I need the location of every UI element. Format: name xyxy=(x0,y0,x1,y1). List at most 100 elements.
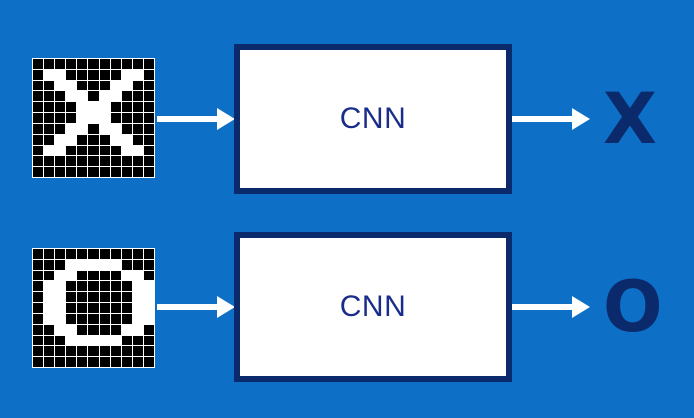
input-image-o-grid xyxy=(32,248,155,368)
pixel-cell xyxy=(88,91,99,102)
pixel-cell xyxy=(33,91,44,102)
pixel-cell xyxy=(132,281,143,292)
pixel-cell xyxy=(99,59,110,69)
pixel-cell xyxy=(110,346,121,357)
pixel-cell xyxy=(88,259,99,270)
pixel-cell xyxy=(88,69,99,80)
pixel-cell xyxy=(88,134,99,145)
pixel-cell xyxy=(132,313,143,324)
pixel-cell xyxy=(44,270,55,281)
pixel-cell xyxy=(121,281,132,292)
pixel-cell xyxy=(121,59,132,69)
pixel-cell xyxy=(77,281,88,292)
pixel-cell xyxy=(44,91,55,102)
pixel-cell xyxy=(99,357,110,367)
pixel-cell xyxy=(143,303,154,313)
pixel-cell xyxy=(88,335,99,346)
pixel-cell xyxy=(88,303,99,313)
pixel-cell xyxy=(44,156,55,167)
pixel-cell xyxy=(132,134,143,145)
pixel-cell xyxy=(44,303,55,313)
pixel-cell xyxy=(55,270,66,281)
pixel-cell xyxy=(99,281,110,292)
pixel-cell xyxy=(66,259,77,270)
pixel-cell xyxy=(143,145,154,156)
pixel-cell xyxy=(99,292,110,303)
pixel-cell xyxy=(110,113,121,123)
pixel-cell xyxy=(99,80,110,91)
pixel-cell xyxy=(33,167,44,177)
pixel-cell xyxy=(132,303,143,313)
pixel-cell xyxy=(77,59,88,69)
arrow-input-to-cnn xyxy=(157,296,235,318)
pixel-cell xyxy=(44,335,55,346)
pixel-cell xyxy=(33,113,44,123)
pixel-cell xyxy=(55,91,66,102)
pixel-cell xyxy=(66,80,77,91)
pixel-cell xyxy=(66,134,77,145)
pixel-cell xyxy=(132,335,143,346)
pixel-cell xyxy=(66,69,77,80)
pixel-cell xyxy=(110,281,121,292)
pixel-cell xyxy=(132,249,143,259)
pixel-cell xyxy=(110,69,121,80)
pixel-cell xyxy=(143,357,154,367)
pixel-cell xyxy=(132,324,143,335)
pixel-cell xyxy=(88,167,99,177)
pixel-cell xyxy=(88,145,99,156)
pixel-cell xyxy=(77,123,88,134)
pixel-cell xyxy=(121,270,132,281)
pixel-cell xyxy=(143,80,154,91)
pixel-cell xyxy=(44,346,55,357)
pixel-cell xyxy=(88,249,99,259)
pixel-cell xyxy=(110,156,121,167)
pixel-cell xyxy=(33,145,44,156)
pixel-cell xyxy=(55,69,66,80)
pixel-cell xyxy=(143,91,154,102)
pixel-cell xyxy=(55,145,66,156)
pixel-cell xyxy=(110,270,121,281)
pixel-cell xyxy=(121,303,132,313)
pixel-cell xyxy=(143,123,154,134)
pixel-cell xyxy=(44,80,55,91)
pixel-cell xyxy=(132,113,143,123)
pixel-cell xyxy=(110,303,121,313)
pixel-cell xyxy=(88,59,99,69)
pixel-cell xyxy=(66,292,77,303)
pixel-cell xyxy=(66,249,77,259)
pixel-cell xyxy=(110,134,121,145)
pixel-cell xyxy=(99,303,110,313)
pixel-cell xyxy=(121,134,132,145)
pixel-cell xyxy=(88,270,99,281)
pixel-cell xyxy=(55,134,66,145)
pixel-cell xyxy=(77,346,88,357)
pixel-cell xyxy=(132,59,143,69)
pixel-cell xyxy=(33,357,44,367)
pixel-cell xyxy=(132,102,143,113)
pixel-cell xyxy=(33,249,44,259)
pixel-cell xyxy=(77,335,88,346)
cnn-box: CNN xyxy=(234,44,512,194)
arrow-input-to-cnn xyxy=(157,108,235,130)
pixel-cell xyxy=(77,357,88,367)
pixel-cell xyxy=(44,167,55,177)
pixel-cell xyxy=(132,123,143,134)
pixel-cell xyxy=(121,292,132,303)
pixel-cell xyxy=(99,167,110,177)
pixel-cell xyxy=(143,281,154,292)
pixel-cell xyxy=(33,313,44,324)
pixel-cell xyxy=(66,281,77,292)
pixel-cell xyxy=(77,259,88,270)
pixel-cell xyxy=(121,80,132,91)
pixel-cell xyxy=(55,249,66,259)
pixel-cell xyxy=(88,292,99,303)
pixel-cell xyxy=(110,259,121,270)
pixel-cell xyxy=(44,259,55,270)
pixel-cell xyxy=(110,357,121,367)
pixel-cell xyxy=(66,113,77,123)
pixel-cell xyxy=(55,292,66,303)
pixel-cell xyxy=(88,313,99,324)
pixel-cell xyxy=(55,324,66,335)
arrow-cnn-to-output xyxy=(512,296,590,318)
pixel-cell xyxy=(88,123,99,134)
